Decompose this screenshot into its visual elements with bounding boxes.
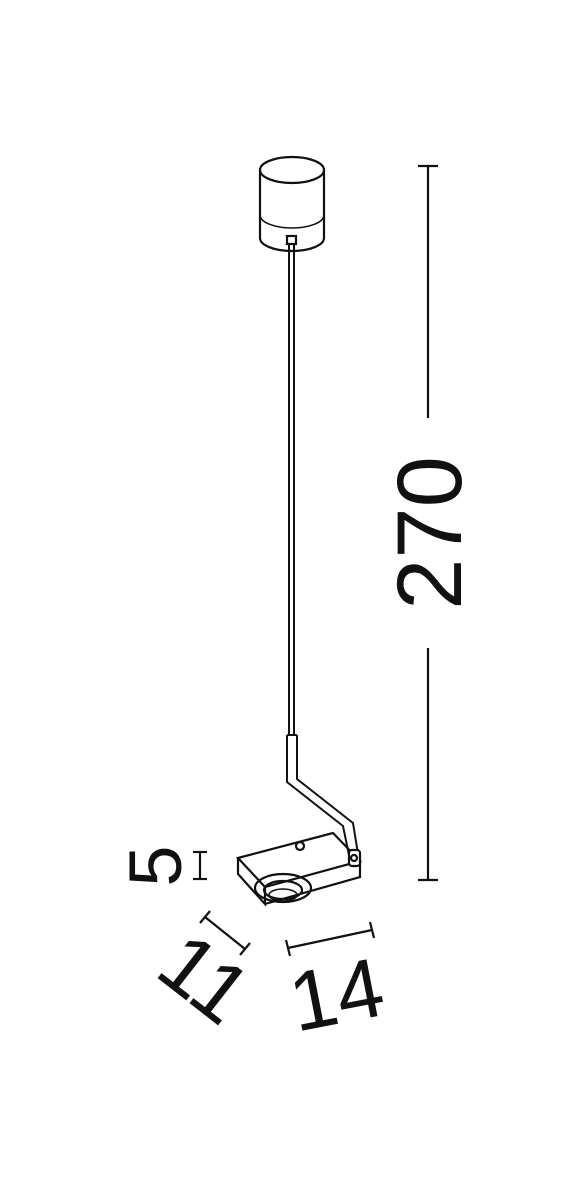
fixture-height-dimension-label: 5 <box>114 845 197 886</box>
width-dimension-line <box>284 921 376 957</box>
fixture-height-dimension-line <box>193 850 207 881</box>
height-dimension-label: 270 <box>379 456 481 610</box>
ceiling-canopy <box>258 155 326 253</box>
lamp-head <box>235 831 363 907</box>
depth-dimension-line <box>199 910 251 956</box>
depth-dimension-label: 11 <box>142 914 269 1042</box>
height-dimension-line <box>418 164 438 882</box>
width-dimension-label: 14 <box>282 939 392 1049</box>
suspension-rod <box>288 244 295 735</box>
angled-arm <box>286 734 360 861</box>
